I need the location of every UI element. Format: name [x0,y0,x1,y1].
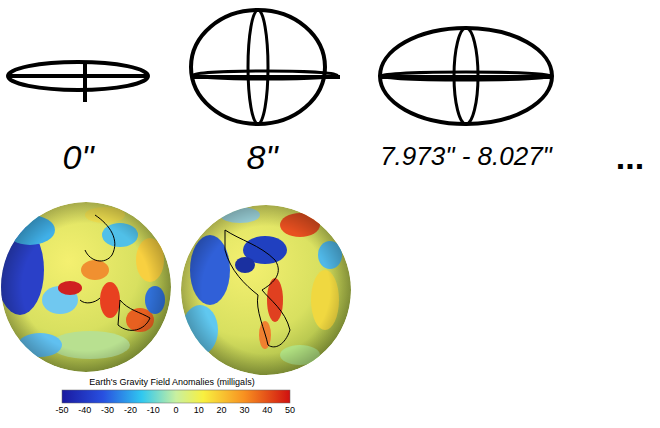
scale-tick: 20 [217,406,227,415]
scale-tick: 0 [173,406,178,415]
scale-tick: 30 [239,406,249,415]
ellipse-label: 7.973" - 8.027" [380,143,552,169]
scale-tick: -40 [78,406,91,415]
scale-tick: -10 [147,406,160,415]
ellipse-label: 8" [247,140,278,174]
scale-tick: -20 [124,406,137,415]
flat-ellipse [8,62,148,102]
scale-tick: 50 [285,406,295,415]
scale-tick: 40 [262,406,272,415]
oblate-ellipse [380,28,552,124]
gravity-globe [181,205,351,375]
scale-tick: -50 [55,406,68,415]
ellipse-label: ... [616,140,644,174]
ellipse-label: 0" [63,140,94,174]
legend-title: Earth's Gravity Field Anomalies (milliga… [89,378,254,387]
gravity-globe [0,202,171,372]
color-bar [62,390,290,403]
scale-tick: 10 [194,406,204,415]
sphere-ellipse [191,10,340,124]
scale-tick: -30 [101,406,114,415]
